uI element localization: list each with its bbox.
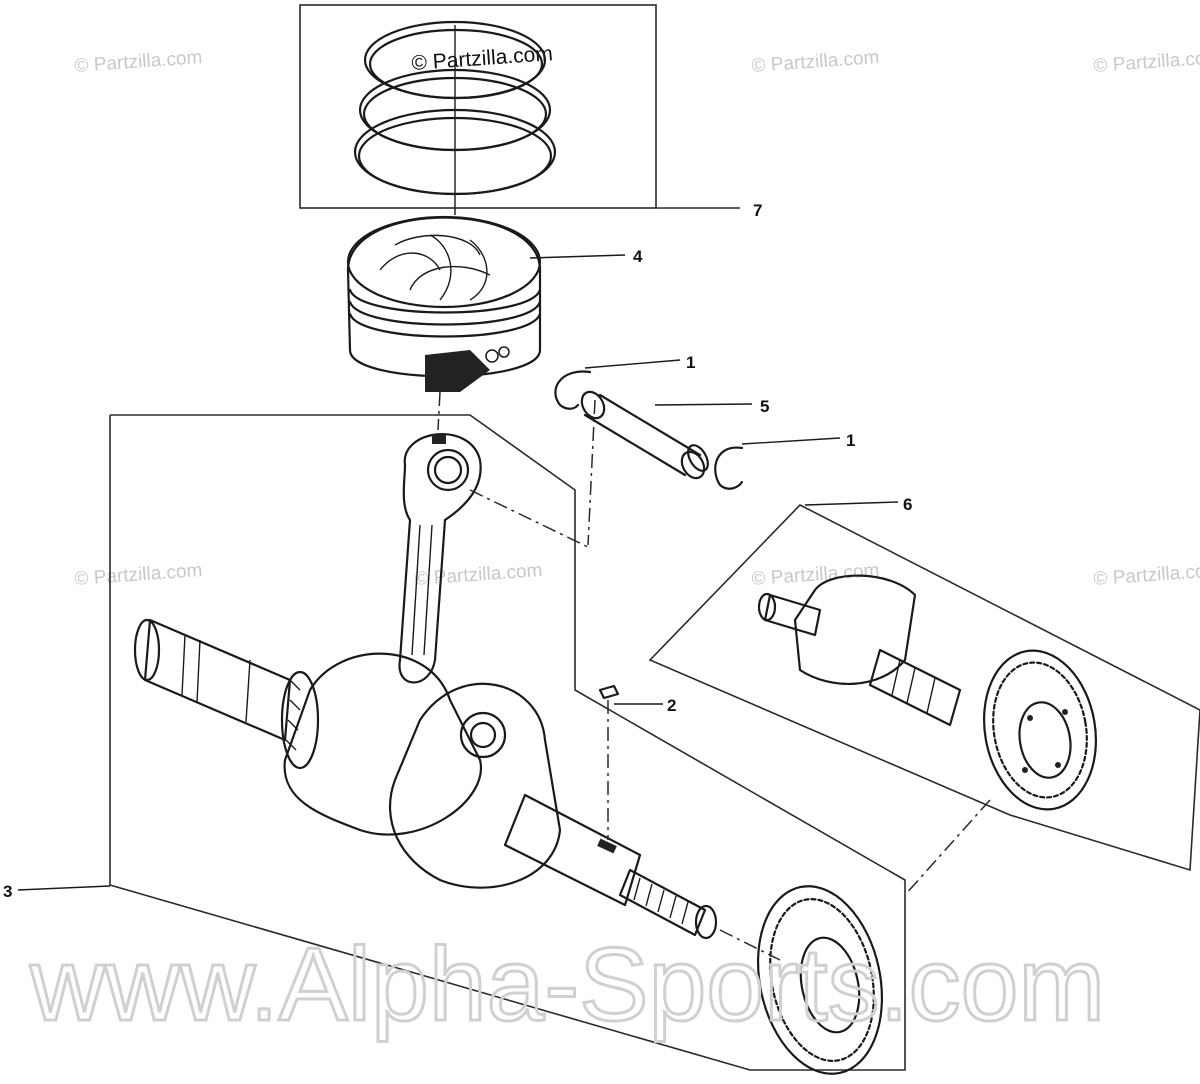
leader-lines xyxy=(17,254,899,891)
callout-6: 6 xyxy=(903,495,912,514)
callout-7: 7 xyxy=(753,201,762,220)
callout-4: 4 xyxy=(633,247,643,266)
woodruff-key xyxy=(598,684,620,840)
callout-1-upper: 1 xyxy=(686,353,695,372)
connecting-rod xyxy=(398,433,591,684)
watermark-repeat: © Partzilla.com xyxy=(74,47,203,77)
callout-3: 3 xyxy=(3,882,12,901)
watermarks: © Partzilla.com © Partzilla.com © Partzi… xyxy=(74,42,1200,590)
piston-pin-clips xyxy=(554,370,744,546)
watermark-site: www.Alpha-Sports.com xyxy=(29,927,1105,1043)
watermark-repeat: © Partzilla.com xyxy=(1093,47,1200,77)
callout-1-lower: 1 xyxy=(846,431,855,450)
piston xyxy=(346,215,542,431)
callout-numbers: 7 4 1 5 1 6 2 3 xyxy=(3,201,912,901)
balancer-shaft xyxy=(757,574,1098,896)
watermark-repeat: © Partzilla.com xyxy=(414,560,543,590)
crank-drive-gear xyxy=(719,885,884,1075)
piston-pin xyxy=(580,390,709,480)
crankshaft xyxy=(133,618,718,940)
watermark-repeat: © Partzilla.com xyxy=(751,47,880,77)
balancer-assembly-box xyxy=(648,504,1200,872)
watermark-repeat: © Partzilla.com xyxy=(74,560,203,590)
callout-2: 2 xyxy=(667,696,676,715)
watermark-repeat: © Partzilla.com xyxy=(1093,560,1200,590)
crankshaft-assembly-box xyxy=(109,414,906,1071)
piston-ring-set-box xyxy=(299,4,740,209)
callout-5: 5 xyxy=(760,397,769,416)
piston-rings xyxy=(353,20,557,215)
